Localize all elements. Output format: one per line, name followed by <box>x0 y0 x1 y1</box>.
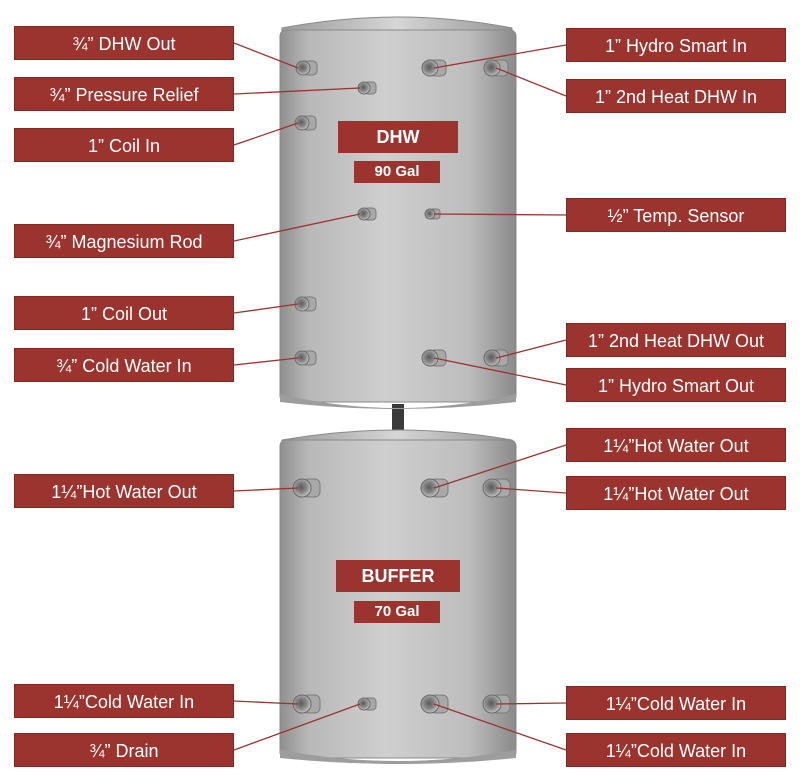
buffer-tank-capacity: 70 Gal <box>354 601 440 623</box>
leader-dhw-out <box>233 42 299 69</box>
label-hot-water-out-left: 1¼”Hot Water Out <box>14 474 234 508</box>
leader-coil-in <box>233 122 299 146</box>
port-2nd-heat-dhw-in <box>483 59 509 77</box>
leader-2nd-heat-dhw-in <box>495 67 567 97</box>
leader-lines <box>233 42 567 751</box>
leader-hydro-smart-in <box>433 44 567 69</box>
port-temp-sensor <box>424 208 441 220</box>
dhw-tank-name: DHW <box>338 121 458 153</box>
tank-ports <box>292 59 511 714</box>
leader-coil-out <box>233 303 299 314</box>
leader-magnesium-rod <box>233 213 361 242</box>
port-hydro-smart-out <box>421 349 447 367</box>
port-coil-in <box>294 115 317 131</box>
label-hydro-smart-in: 1” Hydro Smart In <box>566 28 786 62</box>
label-pressure-relief: ¾” Pressure Relief <box>14 77 234 111</box>
label-hydro-smart-out: 1” Hydro Smart Out <box>566 368 786 402</box>
leader-drain <box>233 703 361 751</box>
port-magnesium-rod <box>357 207 377 221</box>
label-drain: ¾” Drain <box>14 733 234 767</box>
leader-cold-water-in-right-2 <box>433 703 567 751</box>
dhw-tank <box>279 16 517 409</box>
leader-temp-sensor <box>433 213 567 216</box>
leader-hot-water-out-right-1 <box>433 444 567 489</box>
leader-hot-water-out-left <box>233 487 299 492</box>
label-cold-water-in-right-2: 1¼”Cold Water In <box>566 733 786 767</box>
label-hot-water-out-right-1: 1¼”Hot Water Out <box>566 428 786 462</box>
label-2nd-heat-dhw-out: 1” 2nd Heat DHW Out <box>566 323 786 357</box>
port-cold-water-in-mid <box>420 694 449 714</box>
label-2nd-heat-dhw-in: 1” 2nd Heat DHW In <box>566 79 786 113</box>
port-hot-water-out-left <box>292 478 321 498</box>
label-hot-water-out-right-2: 1¼”Hot Water Out <box>566 476 786 510</box>
label-cold-water-in: ¾” Cold Water In <box>14 348 234 382</box>
leader-cold-water-in-right-1 <box>495 702 567 705</box>
leader-cold-water-in-left <box>233 700 299 705</box>
leader-cold-water-in <box>233 357 299 366</box>
port-2nd-heat-dhw-out <box>483 349 509 367</box>
label-cold-water-in-right-1: 1¼”Cold Water In <box>566 686 786 720</box>
port-coil-out <box>294 296 317 312</box>
label-temp-sensor: ½” Temp. Sensor <box>566 198 786 232</box>
dhw-tank-capacity: 90 Gal <box>354 161 440 183</box>
port-hot-water-out-mid <box>420 478 449 498</box>
leader-hydro-smart-out <box>433 357 567 386</box>
leader-2nd-heat-dhw-out <box>495 339 567 359</box>
port-drain <box>357 697 377 711</box>
port-cold-water-in <box>294 350 317 366</box>
label-dhw-out: ¾” DHW Out <box>14 26 234 60</box>
label-cold-water-in-left: 1¼”Cold Water In <box>14 684 234 718</box>
leader-pressure-relief <box>233 87 361 95</box>
port-hydro-smart-in <box>421 59 447 77</box>
buffer-tank-name: BUFFER <box>336 560 460 592</box>
label-magnesium-rod: ¾” Magnesium Rod <box>14 224 234 258</box>
label-coil-out: 1” Coil Out <box>14 296 234 330</box>
port-dhw-out <box>295 60 318 76</box>
port-pressure-relief <box>357 81 377 95</box>
leader-hot-water-out-right-2 <box>495 487 567 494</box>
port-hot-water-out-right <box>482 478 511 498</box>
buffer-tank <box>279 429 517 764</box>
tank-connector-pipe <box>392 404 404 438</box>
label-coil-in: 1” Coil In <box>14 128 234 162</box>
